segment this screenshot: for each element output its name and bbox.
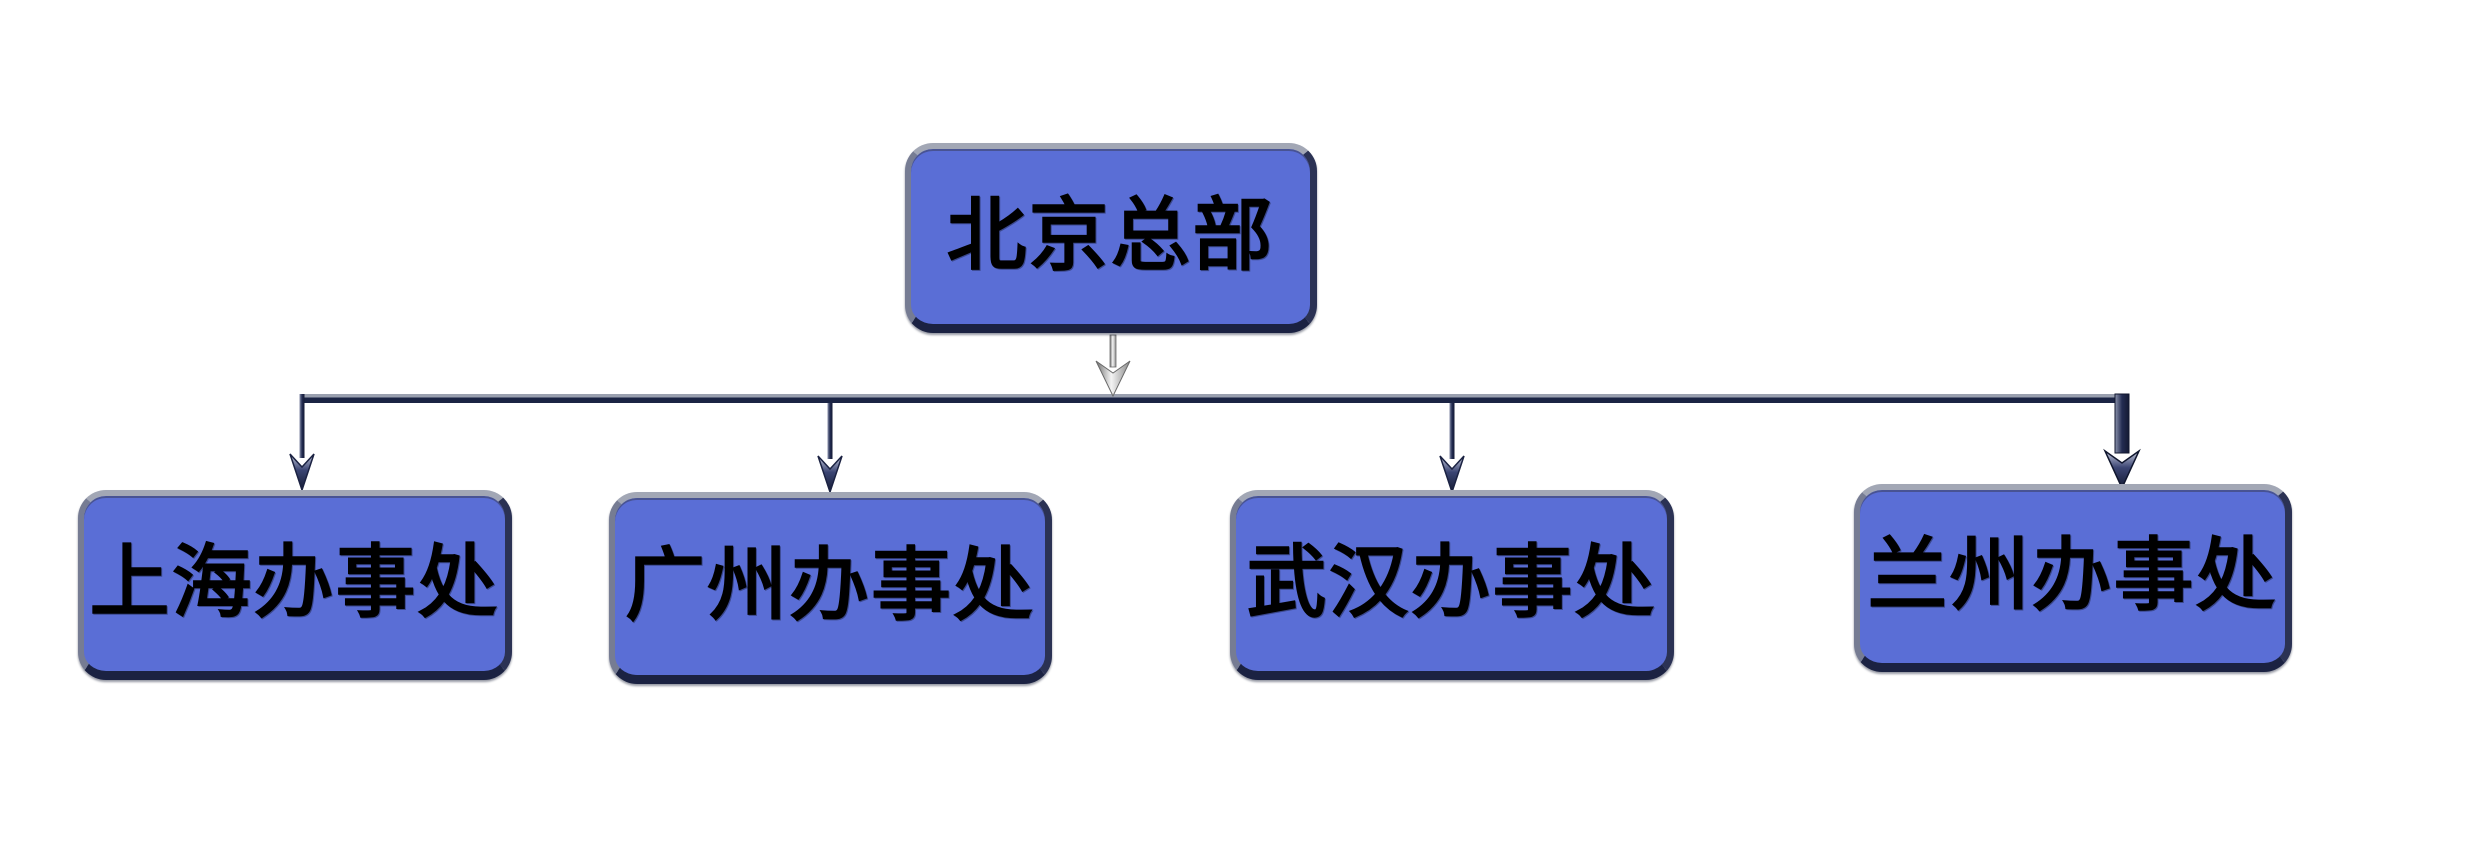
arrow-lanzhou — [2103, 393, 2141, 490]
node-beijing-hq-label: 北京总部 — [946, 192, 1275, 281]
node-wuhan-office-label: 武汉办事处 — [1246, 539, 1657, 628]
rail-line — [300, 394, 2129, 403]
node-beijing-hq[interactable]: 北京总部 — [905, 143, 1317, 333]
node-lanzhou-office[interactable]: 兰州办事处 — [1854, 484, 2292, 672]
arrow-shanghai — [289, 394, 315, 493]
root-arrow — [1095, 334, 1131, 398]
arrow-guangzhou — [817, 403, 843, 495]
node-guangzhou-office-label: 广州办事处 — [625, 542, 1035, 631]
node-lanzhou-office-label: 兰州办事处 — [1867, 532, 2278, 621]
node-shanghai-office-label: 上海办事处 — [89, 539, 500, 628]
arrow-wuhan — [1439, 403, 1465, 495]
node-wuhan-office[interactable]: 武汉办事处 — [1230, 490, 1674, 680]
node-shanghai-office[interactable]: 上海办事处 — [78, 490, 512, 680]
node-guangzhou-office[interactable]: 广州办事处 — [609, 492, 1052, 684]
